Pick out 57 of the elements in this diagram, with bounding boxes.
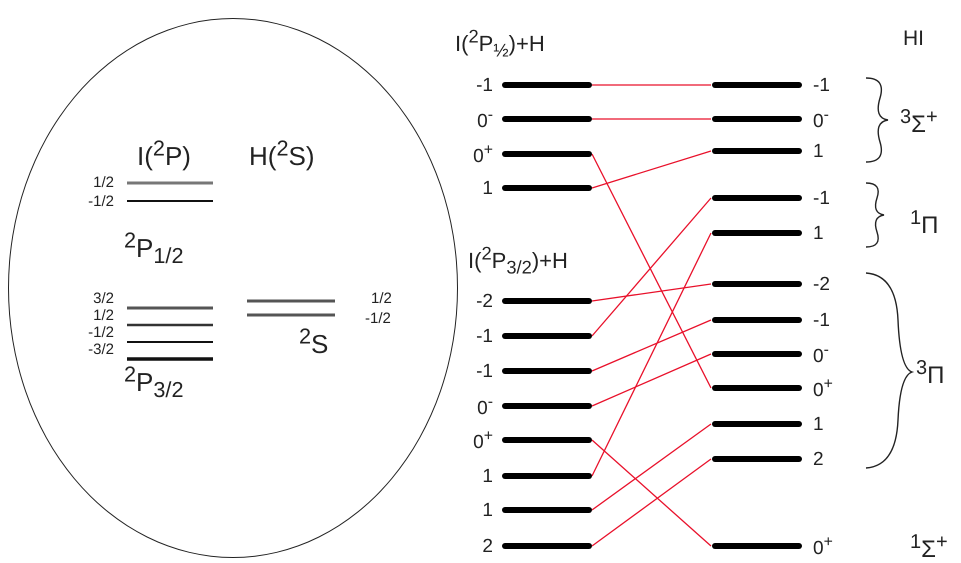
level-label: 2 [813, 450, 825, 468]
state-label: 3/2 [93, 291, 114, 306]
state-label: $^{1}$Π [910, 208, 938, 238]
state-label: I($^{2}$P$_{3/2}$)+H [468, 245, 568, 278]
correlation-line [592, 353, 712, 407]
state-label: $^{3}$Π [916, 358, 944, 388]
state-label: 1/2 [93, 308, 114, 323]
level-label: 0$^{-}$ [813, 107, 830, 131]
state-label: I($^{2}$P$_{½}$)+H [455, 28, 545, 60]
level-label: 1 [481, 178, 493, 198]
state-label: $^{2}$P$_{3/2}$ [124, 363, 184, 401]
state-label: $^{2}$P$_{1/2}$ [124, 229, 184, 267]
level-label: -1 [475, 326, 493, 346]
level-label: -1 [813, 76, 831, 94]
level-label: -1 [475, 362, 493, 380]
correlation-line [592, 283, 712, 302]
state-label: HI [903, 28, 924, 49]
state-label: $^{1}$Σ$^{+}$ [910, 532, 948, 562]
state-label: -1/2 [365, 311, 391, 326]
level-label: 1 [813, 224, 825, 242]
level-label: 0$^{-}$ [476, 394, 493, 418]
state-label: H($^{2}$S) [249, 137, 314, 169]
correlation-line [592, 423, 712, 511]
ellipse-outline [8, 18, 458, 558]
level-label: 1 [481, 500, 493, 520]
level-label: -2 [475, 292, 493, 310]
level-label: 0$^{-}$ [476, 107, 493, 131]
state-label: 1/2 [371, 291, 392, 306]
level-label: 0$^{-}$ [813, 342, 830, 366]
state-label: $^{2}$S [299, 325, 328, 357]
correlation-line [592, 150, 712, 189]
level-label: 0$^{+}$ [472, 142, 493, 166]
level-label: 0$^{+}$ [813, 534, 834, 558]
level-label: -1 [813, 310, 831, 330]
level-label: 0$^{+}$ [813, 376, 834, 400]
state-label: $^{3}$Σ$^{+}$ [900, 107, 938, 137]
correlation-line [592, 440, 712, 546]
state-label: I($^{2}$P) [137, 137, 191, 169]
level-label: 0$^{+}$ [472, 428, 493, 452]
level-label: -2 [813, 274, 831, 294]
state-label: -3/2 [88, 342, 114, 357]
level-label: -1 [813, 188, 831, 208]
state-label: -1/2 [88, 325, 114, 340]
state-label: 1/2 [93, 175, 114, 190]
correlation-line [592, 118, 711, 120]
correlation-line [592, 319, 712, 372]
level-label: -1 [475, 76, 493, 94]
level-label: 1 [813, 414, 825, 434]
correlation-line [592, 84, 711, 86]
level-label: 2 [481, 536, 493, 556]
correlation-line [591, 154, 712, 388]
correlation-line [592, 458, 712, 547]
correlation-line [591, 232, 712, 476]
state-label: -1/2 [88, 194, 114, 209]
level-label: 1 [813, 142, 825, 160]
level-label: 1 [481, 466, 493, 486]
correlation-line [592, 198, 712, 336]
